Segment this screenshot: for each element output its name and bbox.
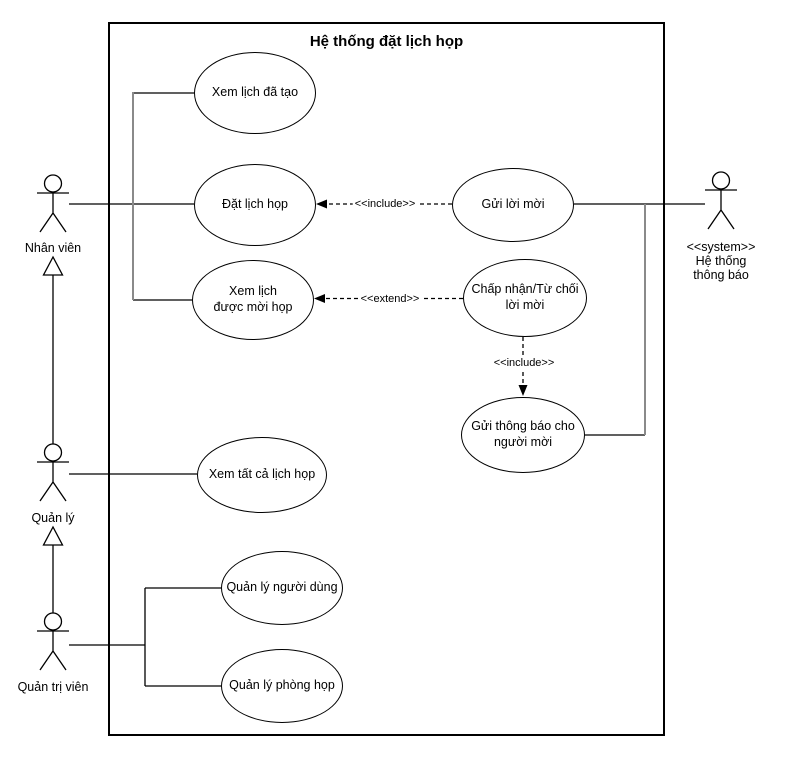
usecase-quan-ly-phong-hop: Quản lý phòng họp bbox=[221, 649, 343, 723]
usecase-dat-lich-hop: Đặt lịch họp bbox=[194, 164, 316, 246]
actor-label-quan-ly: Quản lý bbox=[31, 511, 75, 525]
system-boundary-box bbox=[108, 22, 665, 736]
actor-label-he-thong-thong-bao: <<system>> Hệ thống thông báo bbox=[686, 240, 756, 282]
association-lines bbox=[69, 92, 705, 687]
system-boundary-title: Hệ thống đặt lịch họp bbox=[309, 33, 464, 50]
actor-label-nhan-vien: Nhân viên bbox=[24, 241, 82, 255]
actor-nhan-vien-figure bbox=[37, 174, 69, 233]
usecase-xem-tat-ca-lich-hop: Xem tất cả lịch họp bbox=[197, 437, 327, 513]
actor-quan-ly-figure bbox=[37, 443, 69, 502]
actor-quan-tri-vien-figure bbox=[37, 612, 69, 671]
include-label: <<include>> bbox=[491, 357, 557, 369]
usecase-quan-ly-nguoi-dung: Quản lý người dùng bbox=[221, 551, 343, 625]
filled-arrowhead-icon bbox=[314, 294, 325, 303]
extend-label: <<extend>> bbox=[358, 293, 422, 305]
include-arrow-guiloimoi-datlichhop bbox=[316, 199, 452, 209]
hollow-triangle-arrowhead-icon bbox=[42, 255, 64, 276]
assoc-branch-admin bbox=[144, 587, 221, 687]
actor-label-quan-tri-vien: Quản trị viên bbox=[17, 680, 89, 694]
usecase-gui-loi-moi: Gửi lời mời bbox=[452, 168, 574, 242]
filled-arrowhead-icon bbox=[316, 199, 327, 209]
usecase-xem-lich-duoc-moi-hop: Xem lịch được mời họp bbox=[192, 260, 314, 340]
generalization-quantrivien-quanly bbox=[42, 525, 64, 613]
extend-arrow-chapnhan-xemlich bbox=[314, 294, 463, 303]
actor-he-thong-thong-bao-figure bbox=[705, 171, 737, 230]
filled-arrowhead-icon bbox=[518, 385, 528, 396]
include-label: <<include>> bbox=[352, 198, 418, 210]
usecase-xem-lich-da-tao: Xem lịch đã tạo bbox=[194, 52, 316, 134]
usecase-gui-thong-bao: Gửi thông báo cho người mời bbox=[461, 397, 585, 473]
usecase-chap-nhan-tu-choi: Chấp nhận/Từ chối lời mời bbox=[463, 259, 587, 337]
hollow-triangle-arrowhead-icon bbox=[42, 525, 64, 546]
generalization-quanly-nhanvien bbox=[42, 255, 64, 444]
